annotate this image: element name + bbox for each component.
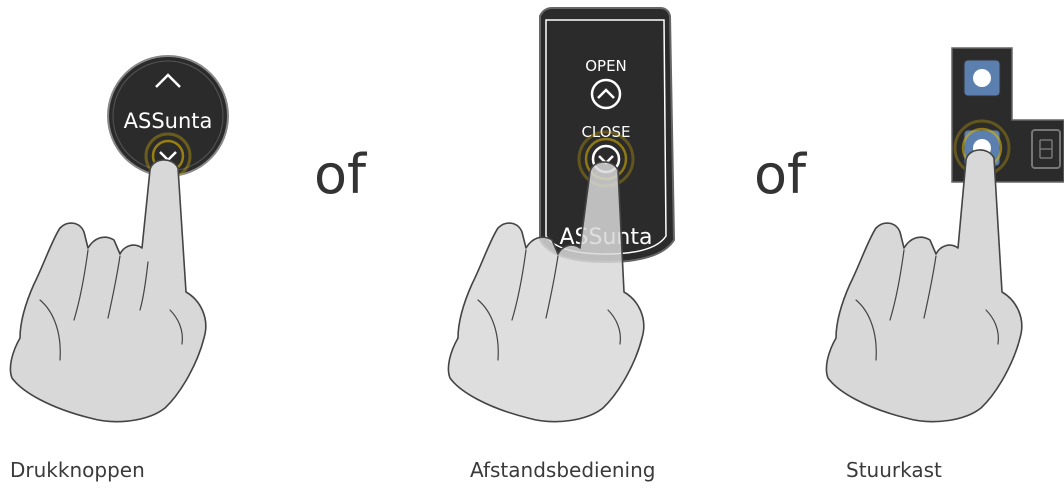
panel-afstandsbediening: OPEN CLOSE ASSunta Afstandsbediening: [400, 0, 730, 491]
caption-drukknoppen: Drukknoppen: [10, 458, 145, 482]
panel-drukknoppen: ASSunta Drukknoppen: [0, 0, 300, 491]
separator-of-1: of: [314, 148, 366, 202]
pushbutton-illustration: ASSunta: [0, 0, 300, 450]
hand-icon: [826, 150, 1021, 422]
logo-text: ASSunta: [124, 109, 213, 133]
hand-icon: [10, 160, 205, 422]
caption-afstandsbediening: Afstandsbediening: [470, 458, 655, 482]
separator-of-2: of: [754, 148, 806, 202]
remote-illustration: OPEN CLOSE ASSunta: [400, 0, 730, 450]
caption-stuurkast: Stuurkast: [846, 458, 942, 482]
panel-stuurkast: Stuurkast: [800, 0, 1064, 491]
controlbox-illustration: [800, 0, 1064, 450]
open-label: OPEN: [585, 57, 627, 75]
